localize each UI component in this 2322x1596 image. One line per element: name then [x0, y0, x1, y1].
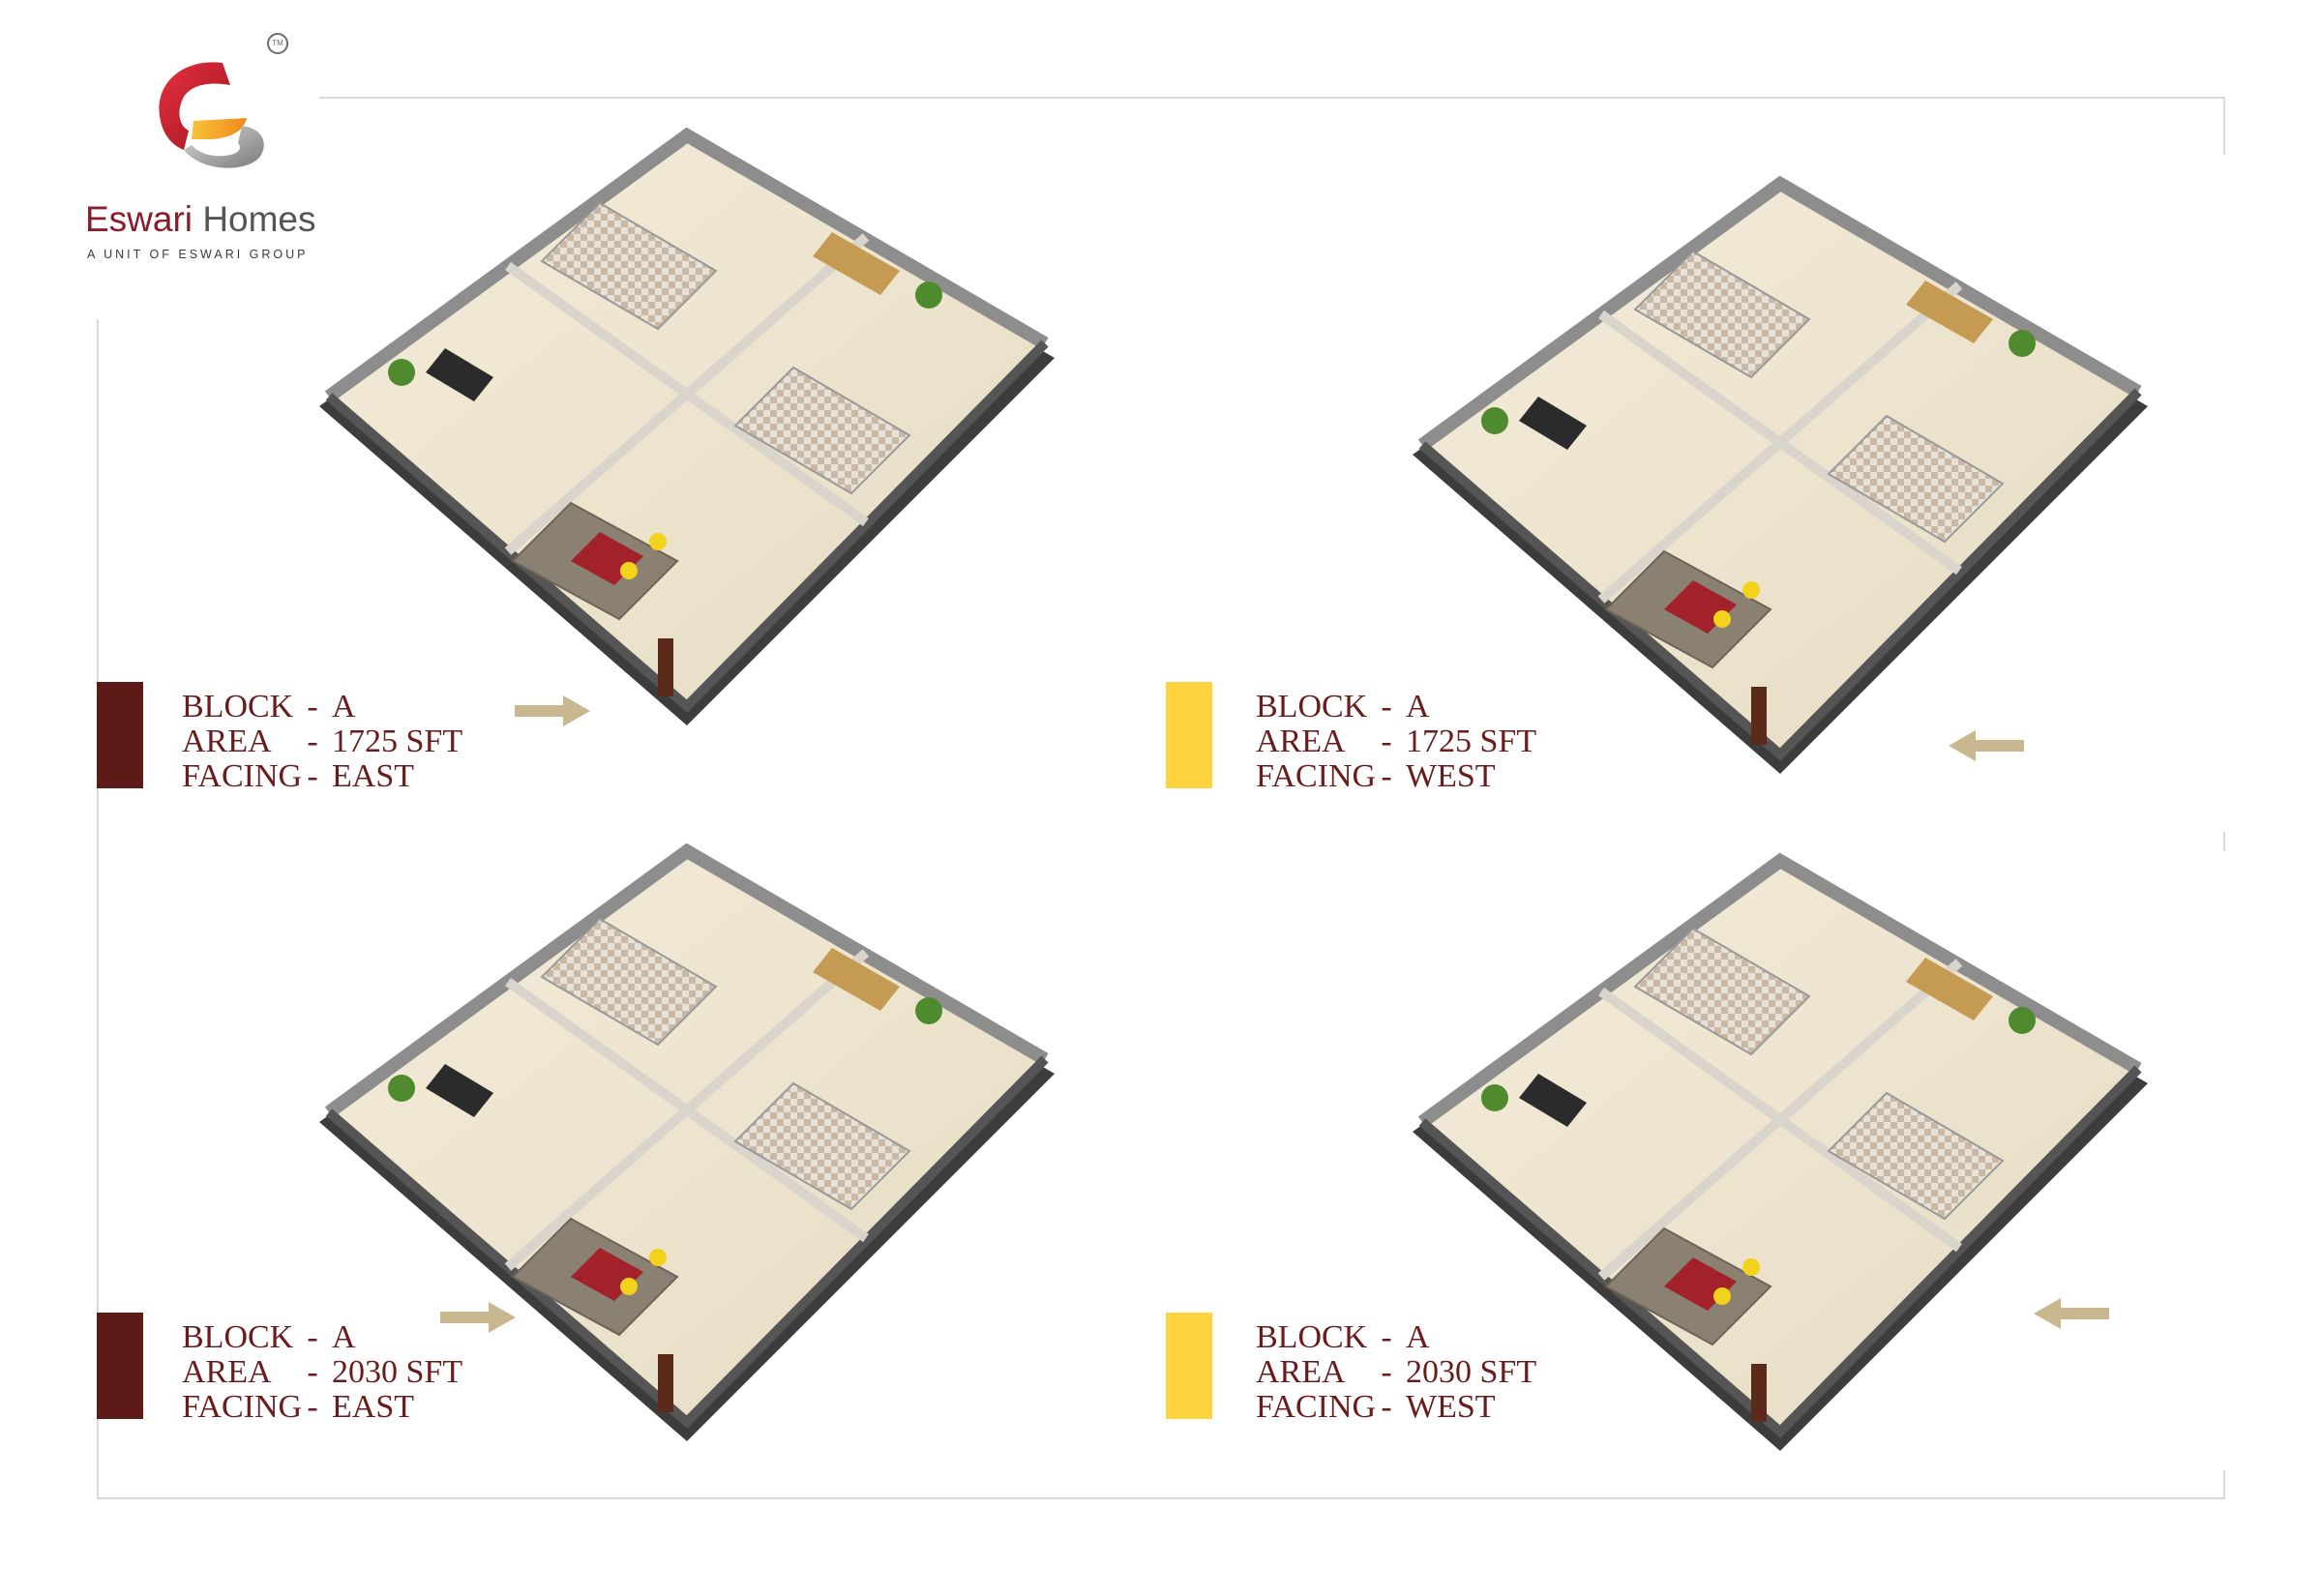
area-row: AREA-1725 SFT: [1256, 724, 1536, 759]
area-row: AREA-2030 SFT: [1256, 1355, 1536, 1390]
dash: -: [307, 1389, 318, 1425]
facing-label: FACING: [1256, 1389, 1377, 1425]
area-row: AREA-1725 SFT: [182, 724, 462, 759]
area-label: AREA: [182, 724, 272, 759]
dash: -: [307, 758, 318, 794]
block-value: A: [1406, 1319, 1430, 1355]
facing-label: FACING: [1256, 758, 1377, 794]
west-swatch: [1166, 1313, 1212, 1419]
east-swatch: [97, 1313, 143, 1419]
floor-plan-1: [310, 126, 1064, 745]
trademark-symbol: TM: [267, 33, 288, 54]
dash: -: [1381, 689, 1392, 724]
plan-info: BLOCK-A AREA-1725 SFT FACING-WEST: [1256, 690, 1536, 794]
facing-row: FACING-EAST: [182, 759, 462, 794]
plan-info: BLOCK-A AREA-2030 SFT FACING-WEST: [1256, 1320, 1536, 1425]
area-row: AREA-2030 SFT: [182, 1355, 462, 1390]
area-label: AREA: [1256, 724, 1346, 759]
block-label: BLOCK: [182, 1319, 294, 1355]
frame-gap: [2216, 155, 2235, 832]
facing-row: FACING-EAST: [182, 1390, 462, 1425]
block-row: BLOCK-A: [1256, 690, 1536, 724]
arrow-right-icon: [440, 1302, 516, 1333]
facing-value: EAST: [332, 1389, 414, 1425]
brand-logo: TM Eswari Homes A UNIT OF ESWARI GROUP: [77, 29, 329, 271]
plan-info: BLOCK-A AREA-2030 SFT FACING-EAST: [182, 1320, 462, 1425]
block-row: BLOCK-A: [182, 690, 462, 724]
brand-name-part1: Eswari: [85, 199, 194, 239]
area-label: AREA: [1256, 1354, 1346, 1390]
dash: -: [307, 1319, 318, 1355]
area-label: AREA: [182, 1354, 272, 1390]
dash: -: [1381, 758, 1392, 794]
facing-label: FACING: [182, 758, 303, 794]
block-value: A: [1406, 689, 1430, 724]
east-swatch: [97, 682, 143, 788]
block-label: BLOCK: [182, 689, 294, 724]
block-label: BLOCK: [1256, 1319, 1368, 1355]
dash: -: [1381, 724, 1392, 759]
facing-value: WEST: [1406, 758, 1496, 794]
area-value: 1725 SFT: [332, 724, 463, 759]
plan-info: BLOCK-A AREA-1725 SFT FACING-EAST: [182, 690, 462, 794]
arrow-left-icon: [1949, 730, 2024, 761]
area-value: 1725 SFT: [1406, 724, 1537, 759]
dash: -: [1381, 1354, 1392, 1390]
facing-value: EAST: [332, 758, 414, 794]
facing-row: FACING-WEST: [1256, 1390, 1536, 1425]
block-value: A: [332, 689, 356, 724]
area-value: 2030 SFT: [1406, 1354, 1537, 1390]
block-row: BLOCK-A: [1256, 1320, 1536, 1355]
brand-name: Eswari Homes: [85, 199, 316, 240]
frame-gap: [2216, 851, 2235, 1470]
block-value: A: [332, 1319, 356, 1355]
dash: -: [307, 1354, 318, 1390]
arrow-right-icon: [515, 695, 590, 726]
west-swatch: [1166, 682, 1212, 788]
area-value: 2030 SFT: [332, 1354, 463, 1390]
dash: -: [1381, 1319, 1392, 1355]
block-label: BLOCK: [1256, 689, 1368, 724]
logo-mark-icon: [159, 62, 264, 168]
dash: -: [307, 724, 318, 759]
facing-row: FACING-WEST: [1256, 759, 1536, 794]
dash: -: [1381, 1389, 1392, 1425]
block-row: BLOCK-A: [182, 1320, 462, 1355]
facing-label: FACING: [182, 1389, 303, 1425]
dash: -: [307, 689, 318, 724]
facing-value: WEST: [1406, 1389, 1496, 1425]
arrow-left-icon: [2034, 1298, 2109, 1329]
brand-name-part2: Homes: [202, 199, 316, 239]
brand-tagline: A UNIT OF ESWARI GROUP: [87, 248, 309, 261]
